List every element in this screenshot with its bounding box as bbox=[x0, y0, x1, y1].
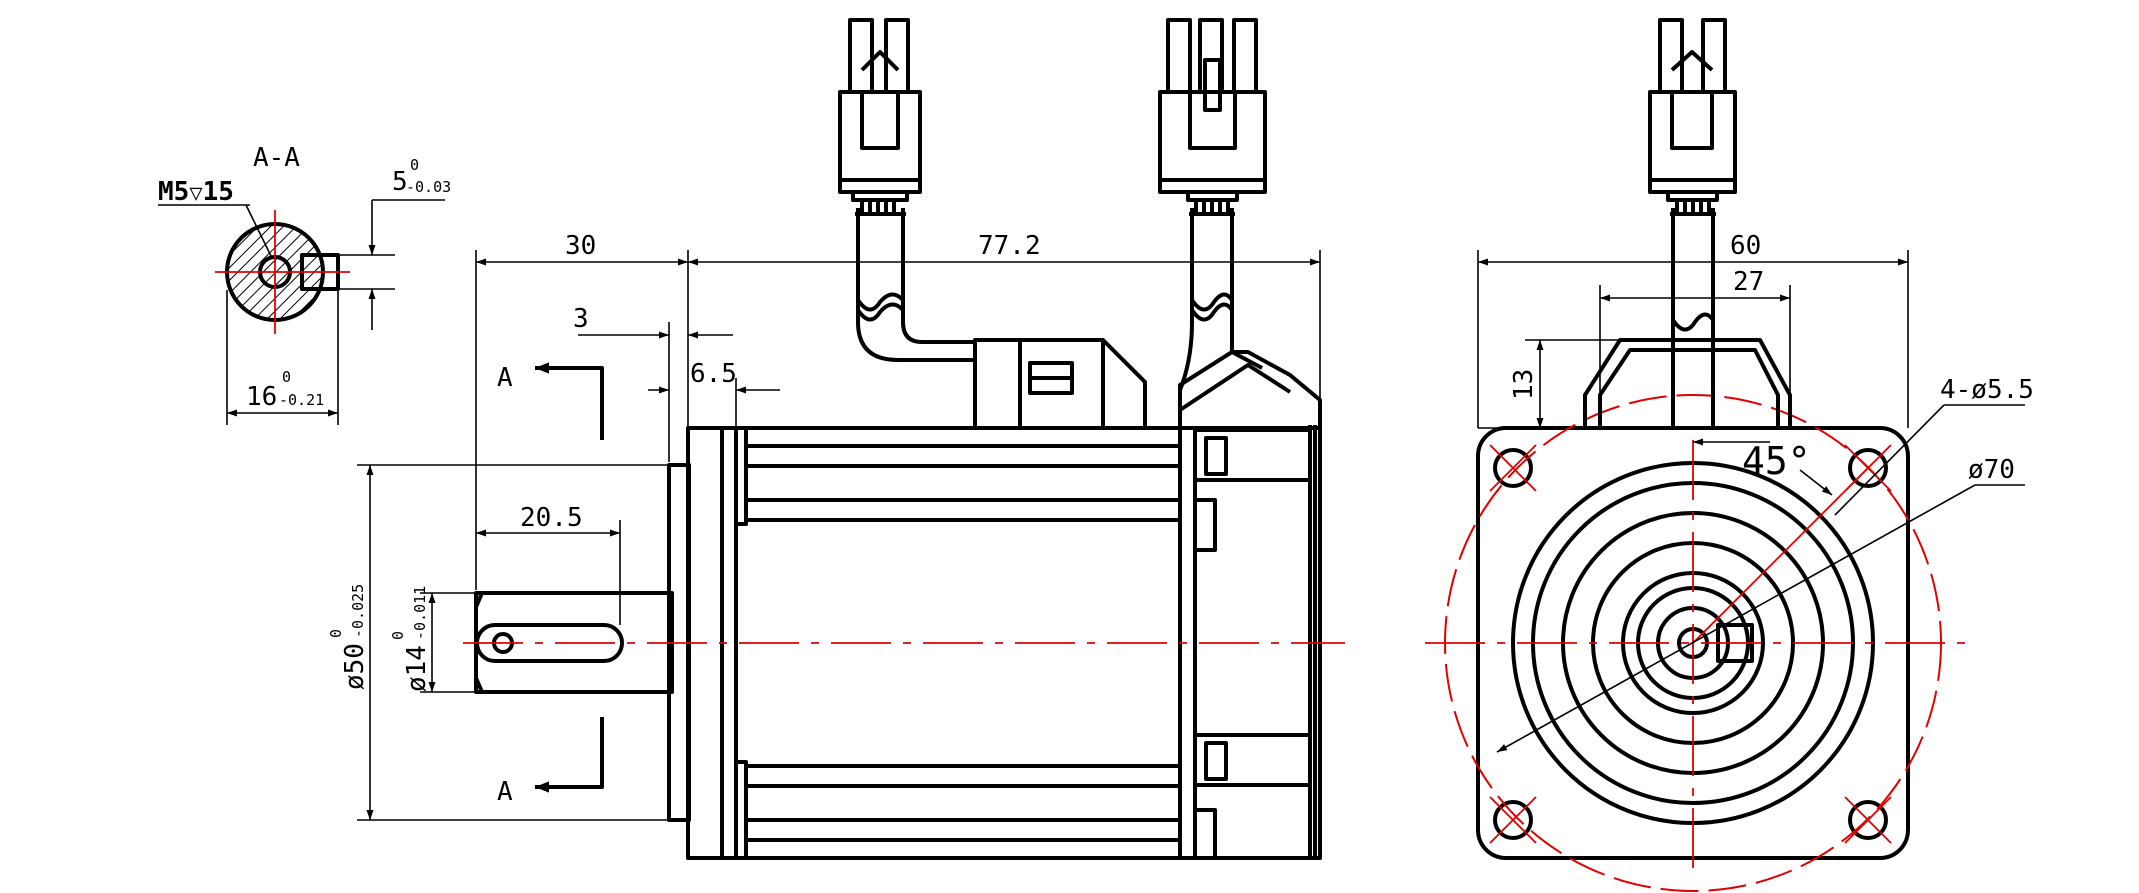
key-width-value: 5 bbox=[392, 167, 408, 197]
encoder-connector-edge bbox=[1231, 350, 1263, 370]
section-title: A-A bbox=[253, 143, 300, 173]
holes-label: 4-ø5.5 bbox=[1940, 375, 2034, 405]
angle-arrow-diag bbox=[1799, 469, 1833, 496]
dim-13-label: 13 bbox=[1509, 369, 1539, 400]
power-plug-body bbox=[838, 90, 922, 194]
svg-text:13: 13 bbox=[1509, 369, 1539, 400]
encoder-plug-tab-3 bbox=[1232, 18, 1258, 94]
dim-3: 3 bbox=[573, 304, 589, 334]
encoder-plug-latch bbox=[1188, 90, 1237, 150]
fin-tab-bottom bbox=[734, 760, 748, 860]
encoder-connector-ridge bbox=[1178, 363, 1292, 412]
power-cable-boot bbox=[860, 198, 896, 214]
encoder-cable-break bbox=[1190, 292, 1234, 312]
power-plug-neck bbox=[851, 192, 909, 202]
thread-label: M5▽15 bbox=[158, 177, 234, 207]
front-plug-tab-left bbox=[1658, 18, 1684, 94]
svg-text:-0.011: -0.011 bbox=[411, 586, 429, 640]
power-cable-upper bbox=[856, 208, 975, 362]
front-view: 60 27 13 4-ø5.5 ø70 45° bbox=[1425, 18, 2034, 892]
dim-27: 27 bbox=[1733, 267, 1764, 297]
pcd-leader bbox=[1496, 484, 1976, 753]
side-view: A A bbox=[327, 18, 1345, 860]
encoder-cable-left bbox=[1178, 208, 1194, 391]
svg-text:0: 0 bbox=[389, 631, 407, 640]
mount-hole-tr bbox=[1848, 448, 1888, 488]
angle-label: 45° bbox=[1742, 439, 1811, 483]
flat-upper: 0 bbox=[282, 368, 291, 386]
svg-text:ø50: ø50 bbox=[340, 643, 370, 690]
section-a-a-view: A-A M5▽15 5 0 -0.03 16 0 -0.21 bbox=[158, 143, 451, 425]
front-plug-latch bbox=[1670, 90, 1714, 150]
front-plug-neck bbox=[1666, 192, 1719, 202]
rear-boss-1 bbox=[1193, 428, 1312, 482]
dim-65: 6.5 bbox=[690, 359, 737, 389]
front-plug-latch-top bbox=[1670, 50, 1714, 72]
holes-leader bbox=[1834, 404, 1945, 516]
dim-30: 30 bbox=[565, 231, 596, 261]
fin-tab-top bbox=[734, 426, 748, 526]
power-cable-break bbox=[856, 292, 905, 312]
svg-text:0: 0 bbox=[327, 629, 345, 638]
encoder-cable-boot bbox=[1194, 198, 1230, 214]
power-cable-lower bbox=[901, 208, 975, 344]
flat-lower: -0.21 bbox=[279, 391, 324, 409]
svg-text:-0.025: -0.025 bbox=[349, 584, 367, 638]
section-mark-bottom: A bbox=[497, 777, 513, 807]
power-plug-latch bbox=[860, 90, 900, 150]
front-cable-break bbox=[1671, 312, 1715, 332]
front-connector-inner bbox=[1598, 348, 1780, 428]
key-width-upper: 0 bbox=[410, 156, 419, 174]
mount-hole-bl bbox=[1493, 800, 1533, 840]
shaft bbox=[474, 591, 674, 694]
section-arrow-bottom bbox=[535, 717, 604, 793]
dim-60: 60 bbox=[1730, 231, 1761, 261]
power-plug-latch-top bbox=[860, 50, 900, 72]
dim-14-label: ø14 0 -0.011 bbox=[389, 586, 432, 692]
encoder-plug-neck bbox=[1186, 192, 1239, 202]
power-connector-housing bbox=[973, 338, 1147, 428]
section-mark-top: A bbox=[497, 363, 513, 393]
encoder-plug-pin bbox=[1203, 58, 1222, 112]
flat-value: 16 bbox=[246, 382, 277, 412]
rear-boss-4 bbox=[1193, 808, 1217, 860]
pcd-label: ø70 bbox=[1968, 455, 2015, 485]
mount-hole-br bbox=[1848, 800, 1888, 840]
rear-boss-2 bbox=[1193, 498, 1217, 552]
mount-hole-tl bbox=[1493, 448, 1533, 488]
front-connector-outline bbox=[1583, 338, 1792, 428]
shaft-chamfer bbox=[474, 592, 484, 693]
rear-boss-3-inner bbox=[1204, 741, 1228, 781]
front-plug-tab-right bbox=[1701, 18, 1727, 94]
power-cable-break-2 bbox=[856, 302, 905, 322]
encoder-plug-body bbox=[1158, 90, 1267, 194]
rear-boss-1-inner bbox=[1204, 436, 1228, 476]
power-plug-tab-left bbox=[848, 18, 874, 94]
front-plug-body bbox=[1648, 90, 1737, 194]
front-cable-boot bbox=[1675, 198, 1711, 214]
section-arrow-top bbox=[535, 362, 604, 440]
encoder-plug-tab-1 bbox=[1166, 18, 1192, 94]
dim-205: 20.5 bbox=[520, 503, 583, 533]
diagonal-centerline bbox=[1692, 467, 1869, 644]
encoder-cable-break-2 bbox=[1190, 302, 1234, 322]
power-plug-tab-right bbox=[884, 18, 910, 94]
dim-77: 77.2 bbox=[978, 231, 1041, 261]
svg-text:ø14: ø14 bbox=[402, 645, 432, 692]
key-width-lower: -0.03 bbox=[406, 178, 451, 196]
rear-boss-3 bbox=[1193, 733, 1312, 787]
dim-50-label: ø50 0 -0.025 bbox=[327, 584, 370, 690]
